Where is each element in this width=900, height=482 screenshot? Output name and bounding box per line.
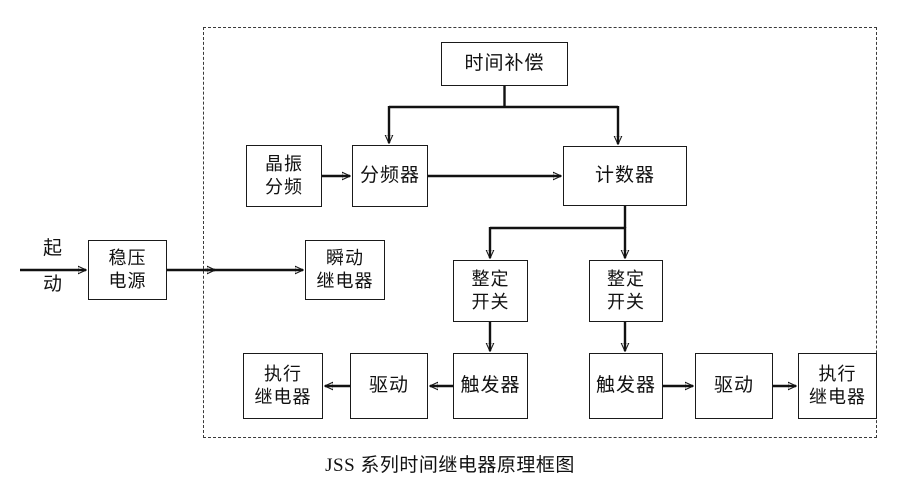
dashed-boundary: [203, 27, 877, 438]
node-line-1: 执行: [264, 364, 302, 385]
counter[interactable]: 计数器: [563, 146, 687, 206]
node-line-1: 瞬动: [326, 248, 364, 269]
node-line-1: 驱动: [368, 375, 409, 397]
execution-relay-left[interactable]: 执行 继电器: [243, 353, 323, 419]
node-line-2: 继电器: [316, 271, 374, 291]
frequency-divider[interactable]: 分频器: [352, 145, 428, 207]
instant-relay[interactable]: 瞬动 继电器: [305, 240, 385, 300]
node-line-2: 分频: [265, 177, 303, 197]
node-line-1: 驱动: [713, 375, 754, 397]
node-line-1: 分频器: [359, 165, 420, 187]
node-line-2: 继电器: [809, 387, 866, 407]
node-line-2: 继电器: [254, 387, 312, 407]
drive-left[interactable]: 驱动: [350, 353, 428, 419]
node-line-1: 触发器: [460, 375, 521, 397]
crystal-oscillator-divider[interactable]: 晶振 分频: [246, 145, 322, 207]
start-input-label-bottom: 动: [43, 274, 64, 295]
node-line-1: 时间补偿: [464, 53, 545, 75]
node-line-1: 晶振: [265, 154, 303, 175]
drive-right[interactable]: 驱动: [695, 353, 773, 419]
time-compensation[interactable]: 时间补偿: [441, 42, 568, 86]
start-input-label-top: 起: [43, 238, 64, 259]
trigger-left[interactable]: 触发器: [453, 353, 528, 419]
node-line-2: 开关: [471, 292, 510, 312]
diagram-caption: JSS 系列时间继电器原理框图: [325, 455, 575, 476]
node-line-1: 稳压: [108, 248, 147, 269]
node-line-1: 触发器: [595, 375, 656, 397]
node-line-1: 整定: [607, 269, 645, 290]
node-line-2: 开关: [607, 292, 645, 312]
regulated-power-supply[interactable]: 稳压 电源: [88, 240, 167, 300]
execution-relay-right[interactable]: 执行 继电器: [798, 353, 877, 419]
trigger-right[interactable]: 触发器: [589, 353, 663, 419]
node-line-2: 电源: [108, 271, 147, 291]
setting-switch-right[interactable]: 整定 开关: [589, 260, 663, 322]
node-line-1: 执行: [818, 364, 857, 385]
setting-switch-left[interactable]: 整定 开关: [453, 260, 528, 322]
node-line-1: 计数器: [594, 165, 655, 187]
node-line-1: 整定: [471, 269, 510, 290]
